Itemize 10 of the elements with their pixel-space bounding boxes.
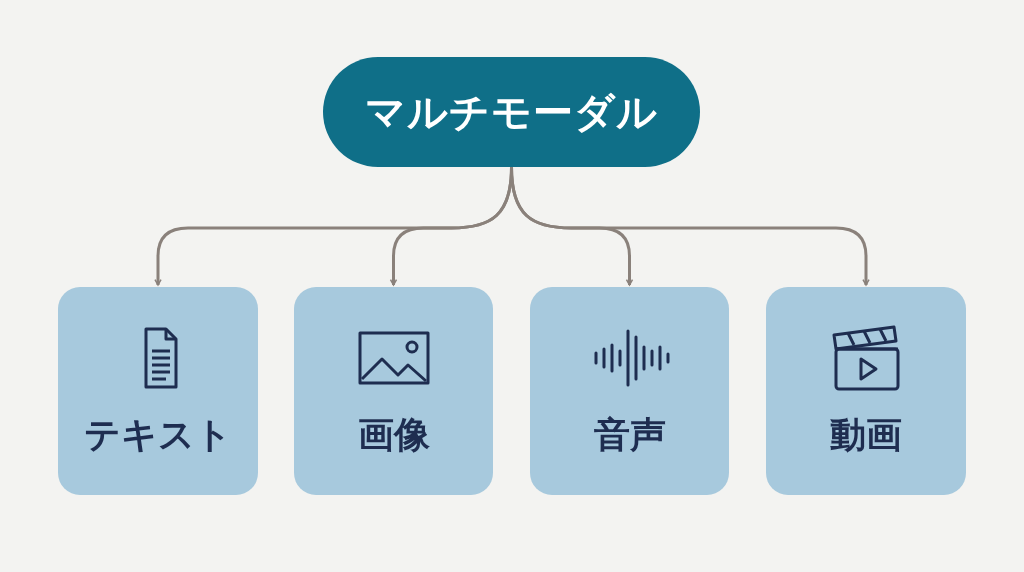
- category-box: [294, 287, 493, 495]
- category-box: [530, 287, 729, 495]
- category-box: [58, 287, 258, 495]
- category-box: [766, 287, 966, 495]
- box-label: テキスト: [84, 412, 232, 457]
- box-label: 音声: [593, 412, 666, 457]
- title-label: マルチモーダル: [365, 87, 658, 137]
- box-label: 画像: [357, 412, 430, 457]
- box-label: 動画: [830, 412, 902, 457]
- arrow: [510, 166, 870, 286]
